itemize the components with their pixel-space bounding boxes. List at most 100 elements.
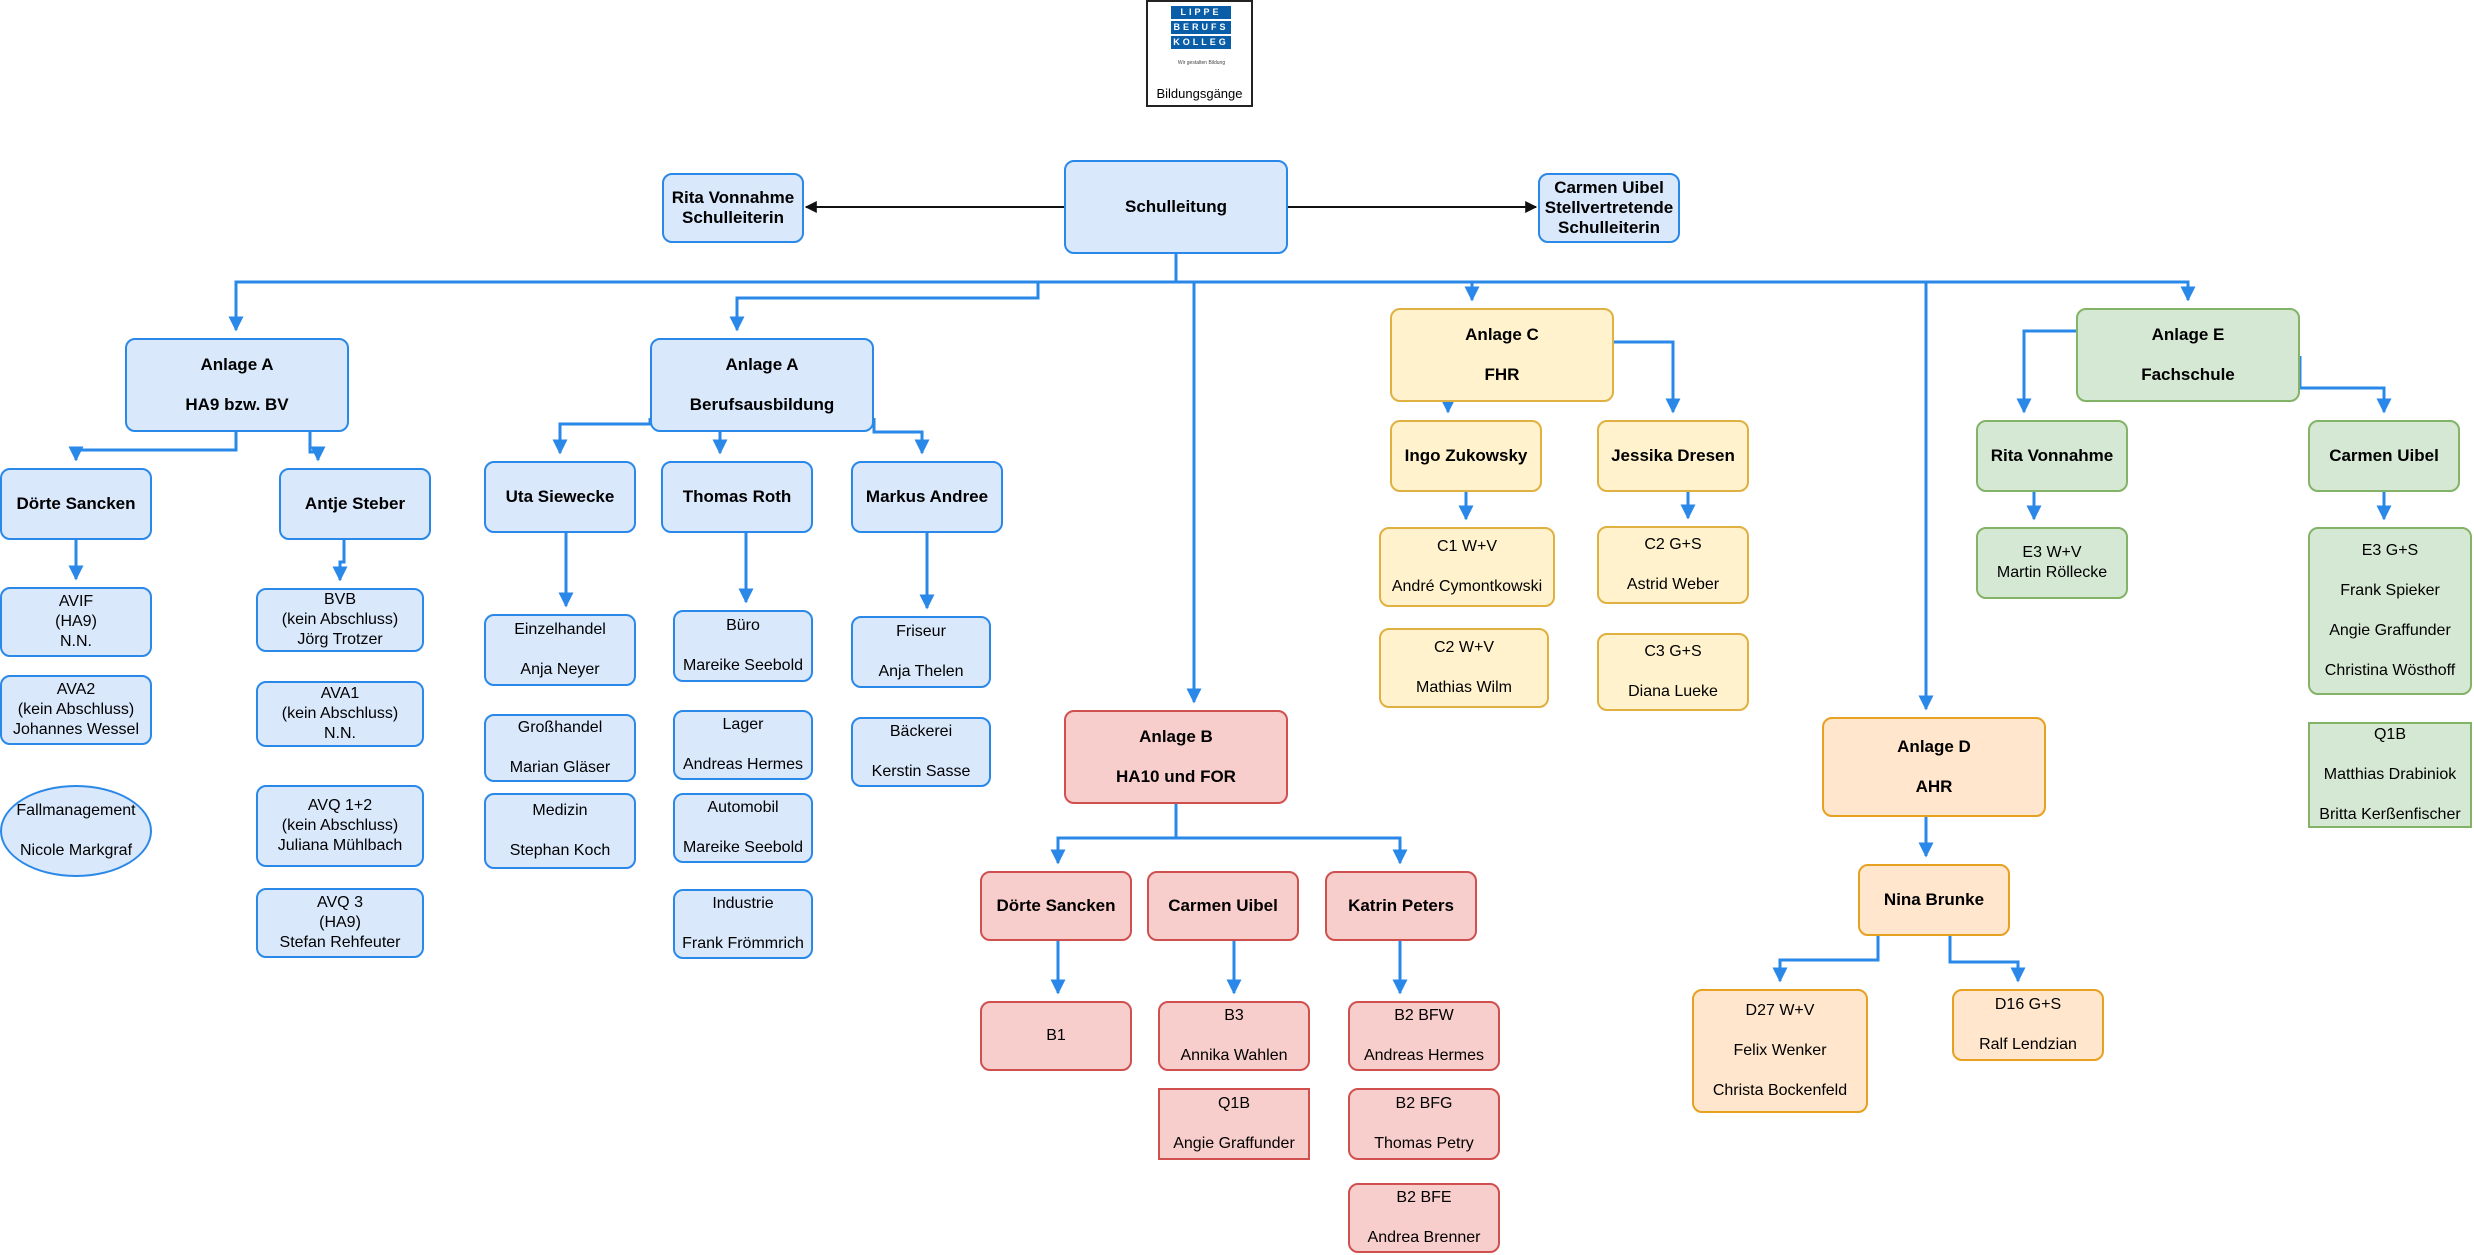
node-anlage-a-berufsausbildung: Anlage A Berufsausbildung (650, 338, 874, 432)
node-text: (kein Abschluss) (281, 817, 399, 834)
node-text: Kerstin Sasse (871, 763, 971, 780)
node-text: Christa Bockenfeld (1712, 1082, 1848, 1099)
node-text: Katrin Peters (1348, 896, 1454, 915)
node-text: FHR (1484, 365, 1520, 384)
node-text: Carmen Uibel (1168, 896, 1278, 915)
node-text: AVQ 1+2 (307, 797, 373, 814)
node-text: Automobil (707, 799, 779, 816)
node-doerte-b: Dörte Sancken (980, 871, 1132, 941)
node-text: (HA9) (55, 613, 97, 630)
node-text: Nina Brunke (1883, 890, 1985, 909)
node-doerte-a: Dörte Sancken (0, 468, 152, 540)
node-text: Martin Röllecke (1996, 564, 2108, 581)
node-katrin: Katrin Peters (1325, 871, 1477, 941)
node-text: Industrie (712, 895, 774, 912)
node-text: N.N. (324, 725, 356, 742)
node-text: HA10 und FOR (1116, 767, 1236, 786)
connector-7 (308, 432, 326, 462)
node-text: Fachschule (2141, 365, 2235, 384)
node-b1: B1 (980, 1001, 1132, 1071)
node-antje: Antje Steber (279, 468, 431, 540)
node-text: Bäckerei (889, 723, 953, 740)
node-bvb: BVB(kein Abschluss)Jörg Trotzer (256, 588, 424, 652)
node-text: Anlage A (725, 355, 799, 374)
node-text: Frank Spieker (2340, 582, 2440, 599)
node-text: HA9 bzw. BV (185, 395, 289, 414)
node-avif: AVIF (HA9) N.N. (0, 587, 152, 657)
node-text: Anja Neyer (520, 661, 600, 678)
node-text: Carmen Uibel (1554, 178, 1664, 197)
node-text: Matthias Drabiniok (2323, 766, 2457, 783)
node-text: Anlage C (1465, 325, 1539, 344)
node-text: B3 (1224, 1007, 1244, 1024)
node-text: Britta Kerßenfischer (2319, 806, 2461, 823)
node-text: Anlage A (200, 355, 274, 374)
node-text: Felix Wenker (1733, 1042, 1827, 1059)
node-text: Andreas Hermes (682, 756, 804, 773)
logo-line-2: BERUFS (1171, 21, 1231, 34)
node-text: N.N. (60, 633, 92, 650)
node-text: Johannes Wessel (13, 721, 139, 738)
node-anlage-a-ha9: Anlage A HA9 bzw. BV (125, 338, 349, 432)
connector-10 (552, 418, 652, 455)
connector-5 (1176, 280, 2196, 302)
node-text: Frank Frömmrich (682, 935, 804, 952)
node-text: Jessika Dresen (1611, 446, 1735, 465)
node-avq12: AVQ 1+2 (kein Abschluss) Juliana Mühlbach (256, 785, 424, 867)
node-text: Mathias Wilm (1415, 679, 1512, 696)
node-text: Andrea Brenner (1367, 1229, 1481, 1246)
node-text: Medizin (532, 802, 588, 819)
node-text: D27 W+V (1745, 1002, 1815, 1019)
node-text: Christina Wösthoff (2324, 662, 2456, 679)
connector-31 (1948, 936, 2026, 983)
connector-25 (2016, 329, 2076, 414)
node-text: Carmen Uibel (2329, 446, 2439, 465)
node-text: Anlage D (1897, 737, 1971, 756)
node-text: Thomas Roth (682, 487, 792, 506)
node-text: Anlage E (2151, 325, 2225, 344)
node-text: Stefan Rehfeuter (279, 934, 401, 951)
node-text: Schulleiterin (1557, 218, 1661, 237)
node-text: AVIF (58, 593, 94, 610)
node-markus: Markus Andree (851, 461, 1003, 533)
node-text: Berufsausbildung (689, 395, 835, 414)
node-text: Juliana Mühlbach (277, 837, 403, 854)
node-ava1: AVA1(kein Abschluss)N.N. (256, 681, 424, 747)
node-nina: Nina Brunke (1858, 864, 2010, 936)
node-text: E3 G+S (2361, 542, 2419, 559)
node-text: Q1B (2373, 726, 2406, 743)
node-schulleitung: Schulleitung (1064, 160, 1288, 254)
node-text: Einzelhandel (514, 621, 606, 638)
node-anlage-c: Anlage C FHR (1390, 308, 1614, 402)
node-text: Jörg Trotzer (297, 631, 383, 648)
node-text: Mareike Seebold (682, 839, 804, 856)
node-carmen-e: Carmen Uibel (2308, 420, 2460, 492)
node-text: Uta Siewecke (505, 487, 615, 506)
node-c2wv: C2 W+V Mathias Wilm (1379, 628, 1549, 708)
node-ava2: AVA2(kein Abschluss)Johannes Wessel (0, 675, 152, 745)
node-text: (kein Abschluss) (281, 611, 399, 628)
connector-9 (332, 540, 348, 582)
connector-17 (1176, 836, 1408, 865)
node-text: Angie Graffunder (1173, 1135, 1295, 1152)
node-text: Ralf Lendzian (1979, 1036, 2077, 1053)
node-text: Friseur (896, 623, 946, 640)
node-text: André Cymontkowski (1391, 578, 1543, 595)
connector-0 (228, 254, 1178, 332)
node-text: C2 W+V (1433, 639, 1494, 656)
node-anlage-e: Anlage E Fachschule (2076, 308, 2300, 402)
node-text: Rita Vonnahme (1990, 446, 2114, 465)
